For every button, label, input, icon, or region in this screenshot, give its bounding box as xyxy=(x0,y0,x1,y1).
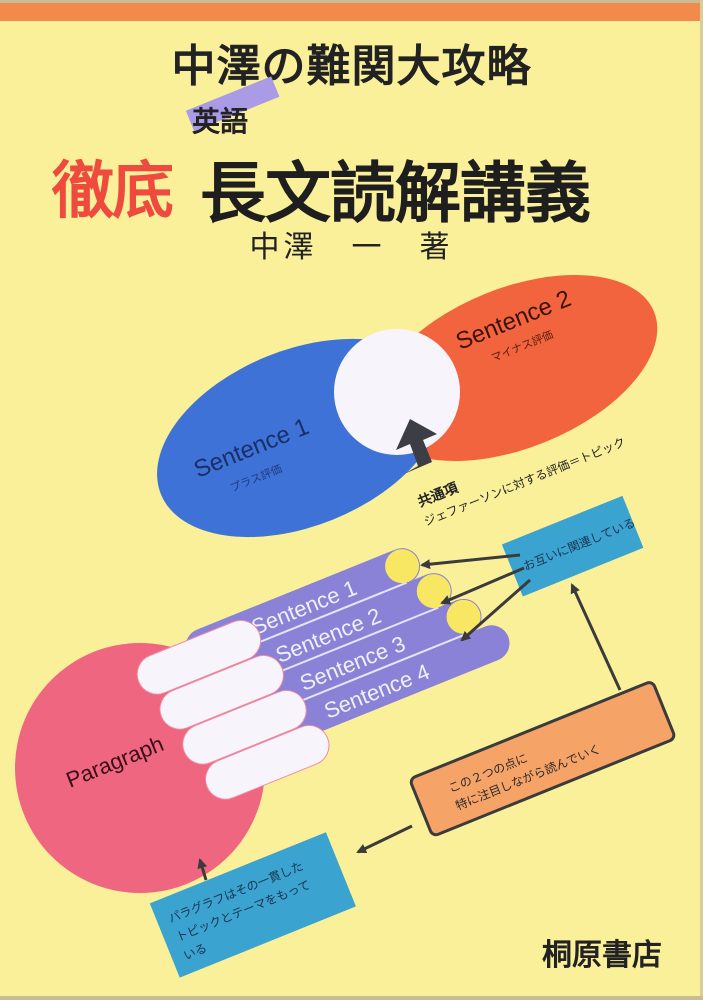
top-border xyxy=(0,0,703,3)
top-orange-band xyxy=(0,3,703,21)
bottom-border xyxy=(0,996,703,1000)
publisher-name: 桐原書店 xyxy=(542,938,662,973)
intersection-circle xyxy=(334,329,460,455)
title-emphasis: 徹底 xyxy=(52,154,174,227)
venn-diagram: Sentence 1 プラス評価 Sentence 2 マイナス評価 共通項 ジ… xyxy=(157,274,658,538)
book-title: 長文読解講義 xyxy=(200,155,591,232)
paragraph-note: パラグラフはその一貫した トピックとテーマをもって いる xyxy=(149,832,356,978)
common-arrow-icon xyxy=(396,419,437,474)
white-fingers xyxy=(136,619,330,800)
paragraph-note-to-circle-arrow xyxy=(197,858,208,881)
series-title: 中澤の難関大攻略 xyxy=(171,41,532,92)
sentence3-dot xyxy=(446,599,481,634)
related-note: お互いに関連している xyxy=(501,495,644,597)
author-line: 中澤 一 著 xyxy=(249,230,454,265)
subject-label: 英語 xyxy=(192,105,249,138)
right-border xyxy=(700,0,703,1000)
paragraph-diagram: Sentence 1 Sentence 2 Sentence 3 Sentenc… xyxy=(15,548,510,893)
related-arrows xyxy=(420,553,622,691)
focus-to-paragraph-arrow xyxy=(356,824,413,854)
focus-note: この２つの点に 特に注目しながら読んでいく xyxy=(409,681,676,837)
sentence1-dot xyxy=(385,549,420,584)
